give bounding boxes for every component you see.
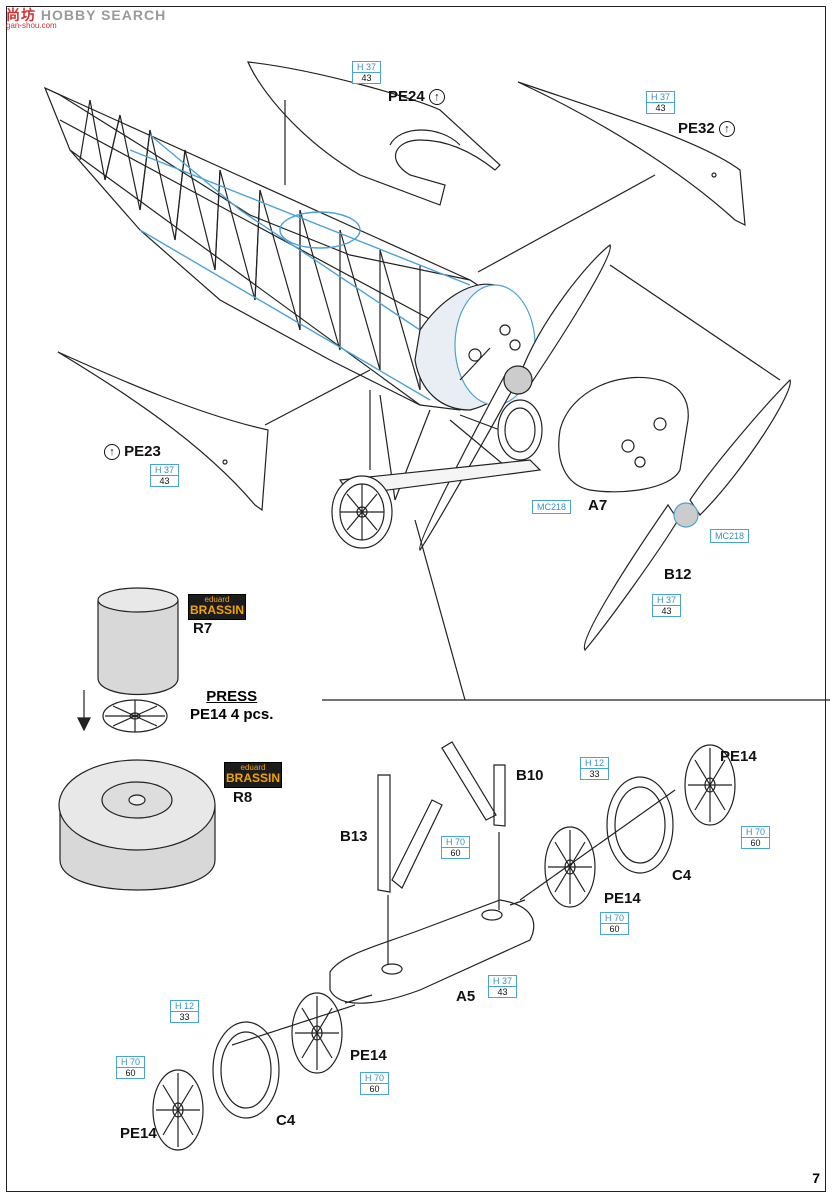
watermark-logo: 尚坊 HOBBY SEARCH — [6, 7, 167, 23]
fold-up-icon: ↑ — [428, 89, 445, 106]
label-pe32: PE32 ↑ — [678, 120, 735, 138]
label-r7: R7 — [193, 620, 213, 637]
label-pe14-top: PE14 — [720, 748, 757, 765]
page-border — [6, 6, 826, 1192]
wheel-left-inner — [291, 992, 343, 1074]
label-b12: B12 — [664, 566, 692, 583]
label-c4-left: C4 — [276, 1112, 296, 1129]
label-pe14-low: PE14 — [350, 1047, 387, 1064]
label-pe14-mid: PE14 — [604, 890, 641, 907]
label-a7: A7 — [588, 497, 608, 514]
fitted-wheel-right — [497, 399, 543, 461]
page-number: 7 — [812, 1170, 820, 1186]
label-a5: A5 — [456, 988, 476, 1005]
propeller-fitted — [419, 244, 611, 551]
metal-code-a7: MC218 — [532, 500, 572, 514]
b12-propeller — [583, 378, 791, 651]
label-b13: B13 — [340, 828, 368, 845]
press-title: PRESS — [206, 688, 258, 705]
wheel-right-outer — [684, 744, 736, 826]
label-pe24: PE24 ↑ — [388, 88, 445, 106]
tire-right — [606, 776, 674, 874]
press-note: PRESS PE14 4 pcs. — [190, 688, 273, 724]
r7-cylinder — [97, 587, 179, 696]
b10-struts — [441, 741, 506, 827]
pe24-panel — [247, 61, 501, 206]
label-r8: R8 — [233, 789, 253, 806]
press-detail: PE14 4 pcs. — [190, 706, 274, 723]
r8-tire — [58, 759, 216, 891]
fitted-wheel-left — [331, 475, 393, 549]
tire-left — [212, 1021, 280, 1119]
wheel-right-inner — [544, 826, 596, 908]
press-wheel-insert — [102, 699, 168, 733]
pe23-panel — [57, 351, 269, 512]
metal-code-b12: MC218 — [710, 529, 750, 543]
wheel-left-outer — [152, 1069, 204, 1151]
label-c4-right: C4 — [672, 867, 692, 884]
fold-up-icon: ↑ — [104, 444, 120, 461]
b13-struts — [377, 774, 443, 893]
a5-axle — [329, 899, 535, 1004]
label-b10: B10 — [516, 767, 544, 784]
label-pe23: ↑ PE23 — [104, 443, 161, 461]
label-pe14-bottom: PE14 — [120, 1125, 157, 1142]
watermark-domain: gan-shou.com — [6, 21, 57, 30]
watermark-logo-cn: 尚坊 — [6, 7, 36, 23]
fold-up-icon: ↑ — [718, 121, 735, 138]
fuselage-frame — [43, 86, 501, 411]
a7-plate — [558, 376, 689, 493]
pe32-panel — [517, 81, 746, 227]
